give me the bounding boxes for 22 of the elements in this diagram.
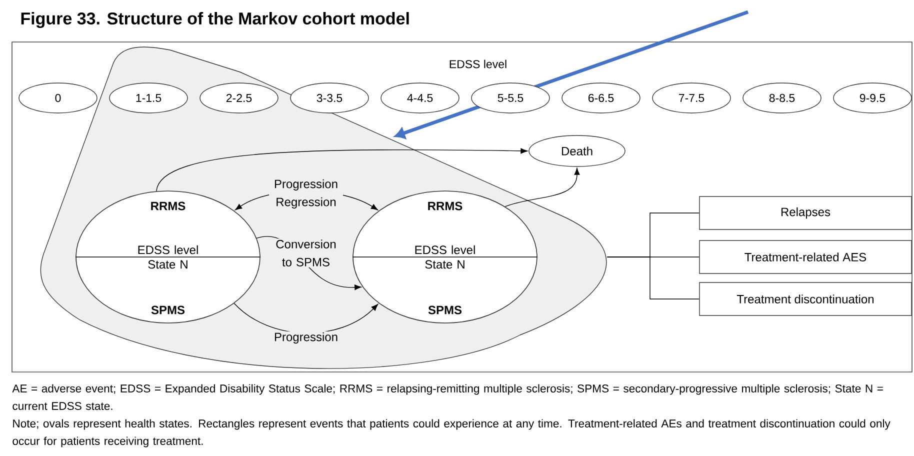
state-oval: 3-3.5 <box>290 82 369 114</box>
arrow <box>156 148 528 192</box>
state-oval: 4-4.5 <box>380 82 460 114</box>
event-box: Relapses <box>699 196 912 230</box>
scale-heading: EDSS level <box>450 60 506 68</box>
event-box: Treatment discontinuation <box>699 282 912 316</box>
state-oval: 7-7.5 <box>652 82 731 114</box>
note: Note; ovals represent health states. Rectangles represent events that patients could experience at any time. Treatment-related AEs and treatment discontinuation could only occur for patients receiving treatment. <box>12 419 890 448</box>
connector-line <box>606 256 700 300</box>
state-oval: 8-8.5 <box>742 82 822 114</box>
figure-title: Figure 33. Structure of the Markov cohort model <box>21 12 409 28</box>
edge-label: Conversion to SPMS <box>269 238 343 268</box>
edge-label: Progression <box>269 331 343 345</box>
state-oval: Death <box>528 135 626 167</box>
state-oval: 5-5.5 <box>471 82 550 114</box>
event-box: Treatment-related AES <box>699 240 912 274</box>
state-oval: 9-9.5 <box>833 82 912 114</box>
state-oval: 0 <box>18 82 98 114</box>
arrow <box>504 168 580 207</box>
state-oval: 6-6.5 <box>562 82 640 114</box>
edge-label: Progression Regression <box>269 178 343 210</box>
caption: AE = adverse event; EDSS = Expanded Disability Status Scale; RRMS = relapsing-remitting multiple sclerosis; SPMS = secondary-progressive multiple sclerosis; State N = current EDSS state. <box>12 384 883 410</box>
